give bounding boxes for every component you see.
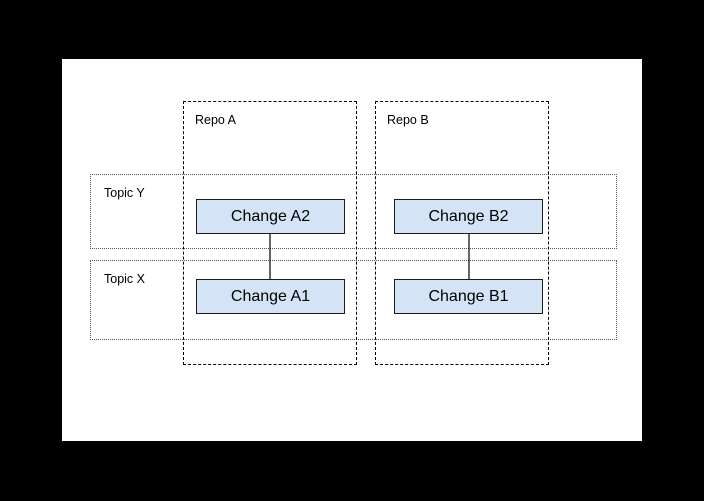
repo-group-b-label: Repo B (387, 113, 429, 127)
node-change-b1[interactable]: Change B1 (394, 279, 543, 314)
node-change-b2-label: Change B2 (428, 207, 509, 225)
node-change-b1-label: Change B1 (428, 287, 509, 305)
node-change-b2[interactable]: Change B2 (394, 199, 543, 234)
node-change-a2[interactable]: Change A2 (196, 199, 345, 234)
node-change-a1[interactable]: Change A1 (196, 279, 345, 314)
node-change-a2-label: Change A2 (230, 207, 311, 225)
repo-group-b[interactable]: Repo B (375, 101, 549, 365)
topic-group-y[interactable]: Topic Y (90, 174, 617, 249)
topic-group-x[interactable]: Topic X (90, 260, 617, 340)
node-change-a1-label: Change A1 (230, 287, 311, 305)
topic-group-y-label: Topic Y (104, 186, 145, 200)
topic-group-x-label: Topic X (104, 272, 145, 286)
repo-group-a[interactable]: Repo A (183, 101, 357, 365)
diagram-canvas: Topic Y Topic X Repo A Repo B (62, 59, 642, 441)
repo-group-a-label: Repo A (195, 113, 237, 127)
